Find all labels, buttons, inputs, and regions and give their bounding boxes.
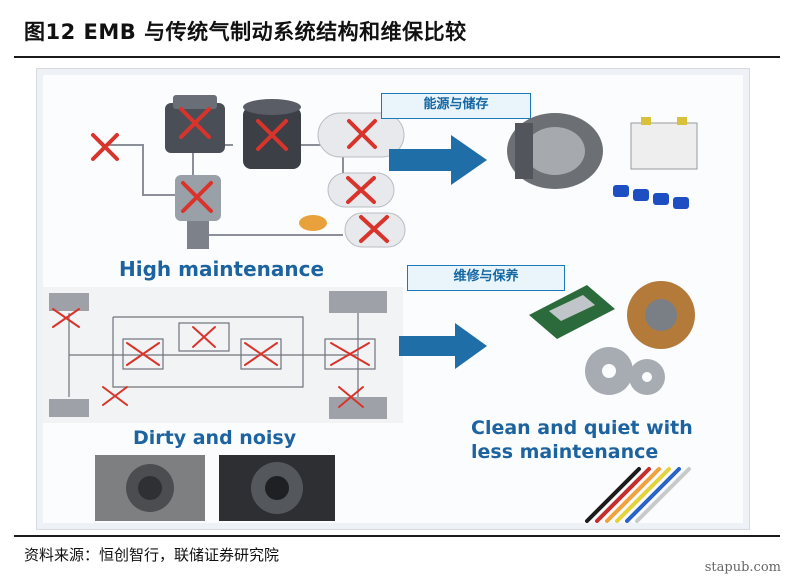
source-note: 资料来源：恒创智行，联储证券研究院 (24, 546, 280, 564)
generator-battery-illustration (507, 113, 698, 209)
generator-image (507, 113, 603, 189)
clean-quiet-line-1: Clean and quiet with (471, 417, 693, 439)
bottom-divider (14, 535, 780, 537)
circuit-board-image (529, 285, 615, 339)
dirty-brake-photos (95, 455, 335, 521)
cables-image (585, 467, 691, 523)
pneumatic-components-illustration (91, 95, 406, 249)
dirty-noisy-label: Dirty and noisy (133, 427, 297, 449)
blue-capacitors-image (613, 185, 689, 209)
red-cross-marks (91, 107, 389, 243)
red-cross-marks-schematic (52, 308, 370, 408)
dirty-brake-photo-1 (95, 455, 205, 521)
electronics-motor-gears-illustration (529, 281, 695, 395)
pneumatic-brake-schematic (43, 287, 403, 423)
compressor-image (165, 95, 225, 153)
top-divider (14, 56, 780, 58)
figure-title: 图12 EMB 与传统气制动系统结构和维保比较 (24, 20, 467, 44)
dirty-brake-photo-2 (219, 455, 335, 521)
maintenance-label: 维修与保养 (407, 265, 565, 291)
battery-image (630, 117, 698, 170)
arrow-right-icon-2 (399, 323, 487, 369)
panel-inner: High maintenance 能源与储存 (43, 75, 743, 523)
comparison-panel: High maintenance 能源与储存 (36, 68, 750, 530)
arrow-right-icon (389, 135, 487, 185)
clean-quiet-line-2: less maintenance (471, 441, 659, 463)
warning-lamp-image (299, 215, 327, 231)
high-maintenance-label: High maintenance (119, 257, 325, 281)
motor-stator-image (627, 281, 695, 349)
watermark: stapub.com (704, 560, 781, 575)
energy-storage-label: 能源与储存 (381, 93, 531, 119)
gears-image (585, 347, 665, 395)
